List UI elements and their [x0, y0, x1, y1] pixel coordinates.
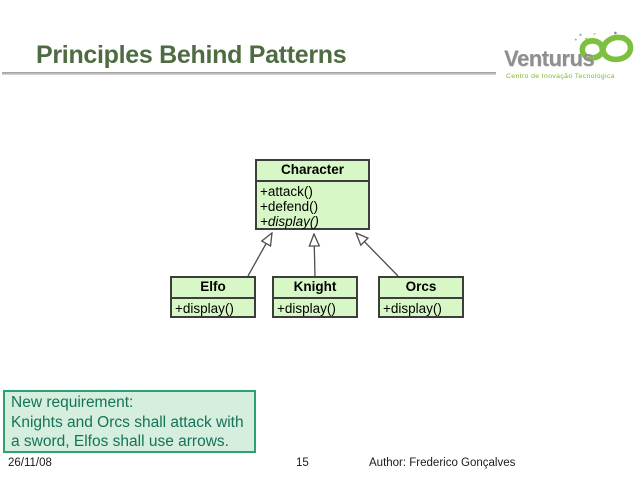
uml-method: +attack() [260, 184, 313, 199]
uml-class-name: Orcs [380, 278, 462, 299]
note-line: Knights and Orcs shall attack with [11, 413, 244, 431]
uml-class-name: Character [257, 161, 368, 182]
uml-method: +display() [277, 301, 336, 316]
venturus-logo: Venturus Centro de Inovação Tecnológica [498, 30, 638, 82]
note-line: New requirement: [11, 394, 134, 411]
title-underline [2, 72, 496, 75]
uml-class-name: Knight [274, 278, 356, 299]
requirement-note: New requirement: Knights and Orcs shall … [3, 390, 256, 453]
page-title: Principles Behind Patterns [36, 41, 347, 69]
uml-class-knight: Knight +display() [272, 276, 358, 318]
uml-abstract-method: +display() [260, 214, 319, 229]
uml-class-orcs: Orcs +display() [378, 276, 464, 318]
footer-author: Author: Frederico Gonçalves [369, 457, 516, 469]
generalization-line-elfo [247, 233, 272, 277]
uml-method: +display() [383, 301, 442, 316]
logo-wordmark: Venturus [504, 46, 595, 71]
logo-tagline: Centro de Inovação Tecnológica [506, 73, 615, 80]
footer-date: 26/11/08 [8, 457, 52, 469]
uml-class-elfo: Elfo +display() [170, 276, 256, 318]
note-line: a sword, Elfos shall use arrows. [11, 433, 229, 450]
uml-class-character: Character +attack() +defend() +display() [255, 159, 370, 230]
infinity-swirl-icon [574, 31, 634, 63]
uml-class-name: Elfo [172, 278, 254, 299]
uml-method: +defend() [260, 199, 319, 214]
uml-method: +display() [175, 301, 234, 316]
generalization-line-orcs [356, 233, 399, 277]
footer-page-number: 15 [296, 457, 309, 469]
generalization-line-knight [314, 234, 315, 277]
